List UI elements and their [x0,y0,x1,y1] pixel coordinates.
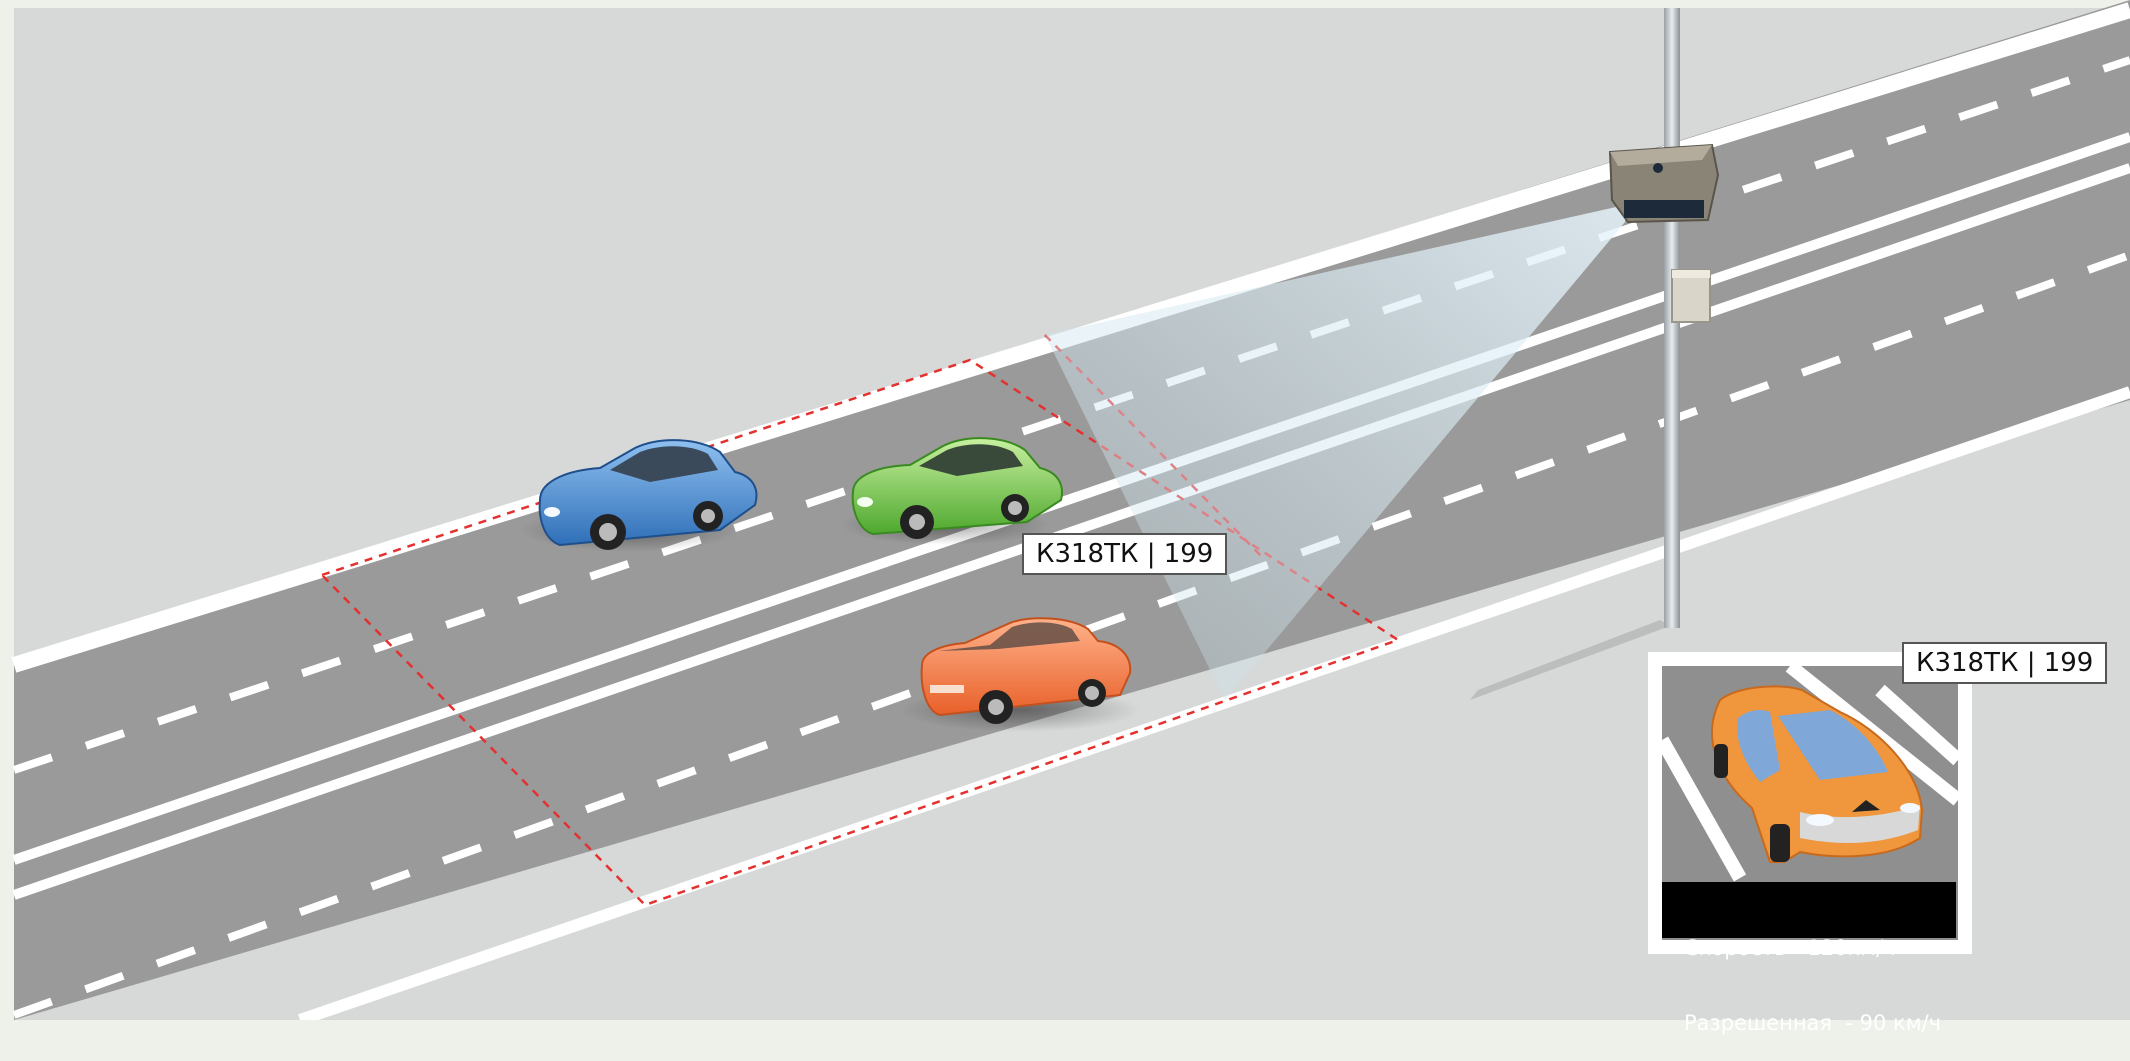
traffic-camera-scene [0,0,2130,1020]
snapshot-plate-label: К318ТК | 199 [1902,642,2107,684]
allowed-speed-text: Разрешенная - 90 км/ч [1684,1011,1956,1036]
speed-camera [1610,145,1718,222]
license-plate-label: К318ТК | 199 [1022,533,1227,575]
speed-caption: Скорость - 120км/ч Разрешенная - 90 км/ч [1662,882,1956,938]
control-box [1672,270,1710,322]
measured-speed-text: Скорость - 120км/ч [1684,936,1956,961]
